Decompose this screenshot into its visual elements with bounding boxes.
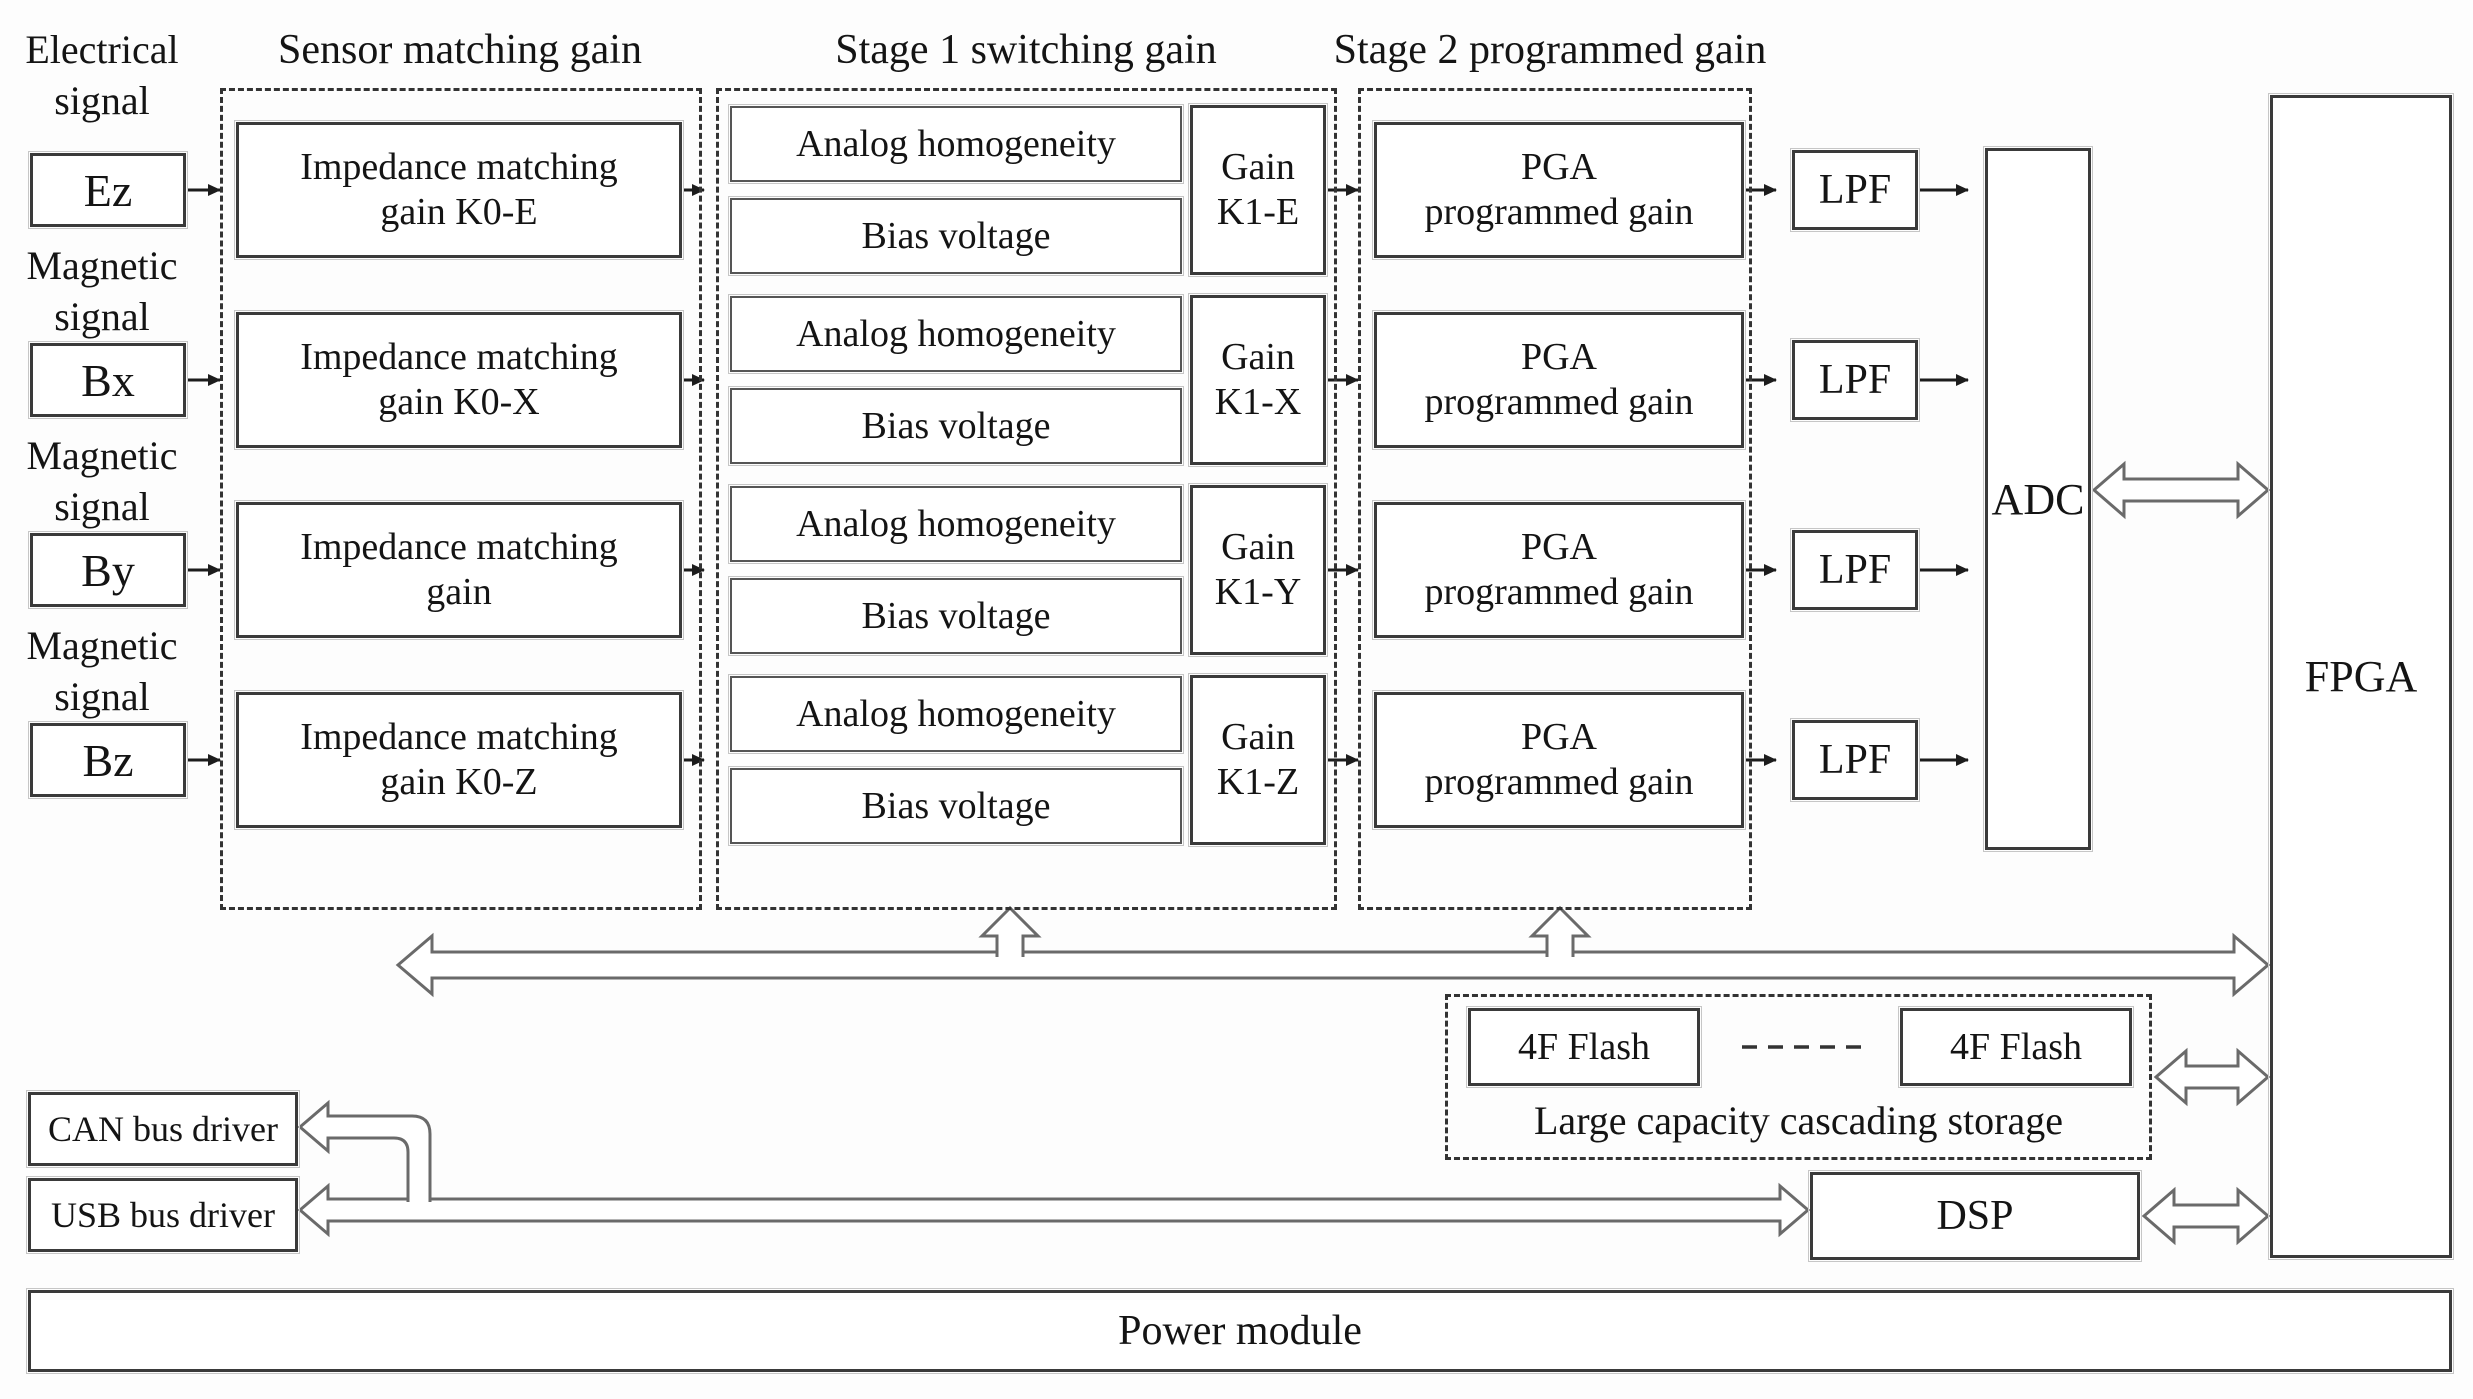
lpf-box-row1: LPF (1790, 148, 1920, 232)
flash-box-right: 4F Flash (1898, 1006, 2134, 1088)
analog-homogeneity-box-row4: Analog homogeneity (728, 674, 1184, 754)
usb-dsp-arrow (297, 1182, 1811, 1238)
gain-k1e-box: Gain K1-E (1188, 103, 1328, 277)
analog-homogeneity-box-row3: Analog homogeneity (728, 484, 1184, 564)
power-module-box: Power module (26, 1288, 2454, 1374)
input-label-magnetic-signal-1: Magnetic signal (26, 242, 178, 339)
impedance-box-row2: Impedance matching gain K0-X (234, 310, 684, 450)
bus-branch-arrow-stage1 (978, 905, 1042, 957)
dsp-box: DSP (1808, 1170, 2142, 1262)
input-label-magnetic-signal-2: Magnetic signal (26, 432, 178, 529)
pga-box-row2: PGA programmed gain (1372, 310, 1746, 450)
can-bus-driver-box: CAN bus driver (26, 1090, 300, 1168)
signal-box-bx: Bx (28, 341, 188, 419)
signal-box-ez: Ez (28, 151, 188, 229)
gain-k1z-box: Gain K1-Z (1188, 673, 1328, 847)
input-label-magnetic-signal-3: Magnetic signal (26, 622, 178, 719)
fpga-control-bus-arrow (395, 932, 2271, 998)
fpga-box: FPGA (2268, 93, 2454, 1260)
usb-bus-driver-box: USB bus driver (26, 1176, 300, 1254)
lpf-box-row3: LPF (1790, 528, 1920, 612)
pga-box-row1: PGA programmed gain (1372, 120, 1746, 260)
adc-fpga-arrow (2091, 460, 2271, 520)
bias-voltage-box-row1: Bias voltage (728, 196, 1184, 276)
lpf-box-row2: LPF (1790, 338, 1920, 422)
analog-homogeneity-box-row1: Analog homogeneity (728, 104, 1184, 184)
impedance-box-row1: Impedance matching gain K0-E (234, 120, 684, 260)
dsp-fpga-arrow (2141, 1186, 2271, 1246)
flash-box-left: 4F Flash (1466, 1006, 1702, 1088)
gain-k1y-box: Gain K1-Y (1188, 483, 1328, 657)
pga-box-row3: PGA programmed gain (1372, 500, 1746, 640)
impedance-box-row3: Impedance matching gain (234, 500, 684, 640)
stage1-switching-gain-group (716, 88, 1337, 910)
bias-voltage-box-row3: Bias voltage (728, 576, 1184, 656)
analog-homogeneity-box-row2: Analog homogeneity (728, 294, 1184, 374)
sensor-matching-gain-group (220, 88, 702, 910)
adc-box: ADC (1983, 146, 2093, 852)
storage-fpga-arrow (2153, 1047, 2271, 1107)
stage2-programmed-gain-group (1358, 88, 1752, 910)
lpf-box-row4: LPF (1790, 718, 1920, 802)
impedance-box-row4: Impedance matching gain K0-Z (234, 690, 684, 830)
header-sensor-matching-gain: Sensor matching gain (278, 27, 642, 73)
bias-voltage-box-row2: Bias voltage (728, 386, 1184, 466)
input-label-electrical-signal: Electrical signal (25, 26, 179, 123)
pga-box-row4: PGA programmed gain (1372, 690, 1746, 830)
header-stage2-programmed-gain: Stage 2 programmed gain (1333, 27, 1767, 73)
signal-box-bz: Bz (28, 721, 188, 799)
cascading-storage-group (1445, 994, 2152, 1160)
header-stage1-switching-gain: Stage 1 switching gain (835, 27, 1217, 73)
signal-box-by: By (28, 531, 188, 609)
can-branch-arrow (297, 1099, 432, 1202)
gain-k1x-box: Gain K1-X (1188, 293, 1328, 467)
bias-voltage-box-row4: Bias voltage (728, 766, 1184, 846)
signal-flow-arrows (188, 184, 1969, 766)
bus-branch-arrow-stage2 (1528, 905, 1592, 957)
storage-caption: Large capacity cascading storage (1534, 1097, 2063, 1143)
